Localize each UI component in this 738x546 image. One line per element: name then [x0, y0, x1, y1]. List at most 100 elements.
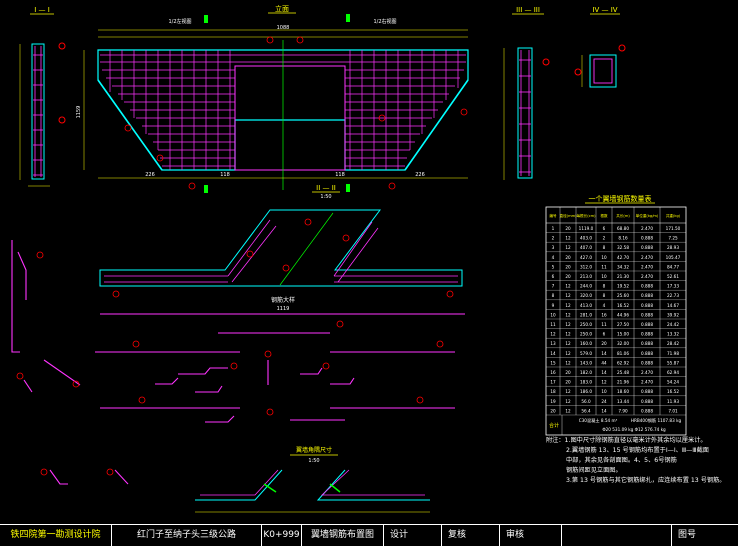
rebar-detail-length: 1119 [277, 306, 290, 312]
section-ii-ii: II — II 1:50 [99, 184, 463, 298]
table-cell: 0.888 [641, 293, 653, 298]
table-cell: 18 [550, 389, 556, 394]
table-cell: 12 [601, 380, 607, 385]
table-cell: 27.50 [617, 322, 629, 327]
table-cell: 0.888 [641, 303, 653, 308]
elev-right-half-label: 1/2右视图 [373, 18, 396, 25]
table-cell: 2.470 [641, 264, 653, 269]
drawing-title: 翼墙钢筋布置图 [302, 525, 384, 546]
table-cell: 20 [565, 264, 571, 269]
note-line: 中部，其余见各剖面图。4、5、6号钢筋 [566, 456, 677, 464]
table-cell: 12 [565, 245, 571, 250]
table-cell: 186.0 [580, 389, 592, 394]
table-total-concrete: C30混凝土 8.54 m³ [579, 417, 618, 424]
notes: 附注：1.图中尺寸除钢筋直径以毫米计外其余均以厘米计。 2.翼墙钢筋 13、15 … [546, 436, 725, 484]
station: K0+999 [262, 525, 302, 546]
table-cell: 12 [565, 236, 571, 241]
table-cell: 16 [550, 370, 556, 375]
table-cell: 0.888 [641, 236, 653, 241]
elevation-view: 立面 1/2左视图 1/2右视图 1088 [76, 4, 469, 193]
table-cell: 2.470 [641, 226, 653, 231]
table-cell: 160.0 [580, 341, 592, 346]
corner-detail-scale: 1:50 [308, 458, 319, 464]
note-line: 附注：1.图中尺寸除钢筋直径以毫米计外其余均以厘米计。 [546, 436, 707, 444]
table-cell: 0.888 [641, 360, 653, 365]
table-cell: 28.42 [667, 341, 679, 346]
table-cell: 25.60 [617, 293, 629, 298]
rebar-detail: 钢筋大样 1119 [11, 240, 465, 485]
table-cell: 13.32 [667, 332, 679, 337]
table-cell: 32.58 [617, 245, 629, 250]
table-cell: 143.0 [580, 360, 592, 365]
table-cell: 52.61 [667, 274, 679, 279]
table-cell: 44 [601, 360, 607, 365]
table-cell: 7.01 [668, 408, 678, 413]
table-cell: 14 [601, 370, 607, 375]
elevation-label: 立面 [275, 4, 289, 13]
table-cell: 9 [552, 303, 555, 308]
table-cell: 28.93 [667, 245, 679, 250]
table-cell: 0.888 [641, 408, 653, 413]
table-cell: 11.93 [667, 399, 679, 404]
table-cell: 2.470 [641, 274, 653, 279]
table-cell: 21.96 [617, 380, 629, 385]
table-cell: 11 [550, 322, 556, 327]
table-cell: 10 [550, 312, 556, 317]
company-name: 铁四院第一勘测设计院 [0, 525, 112, 546]
table-cell: 7.90 [618, 408, 628, 413]
table-cell: 8 [552, 293, 555, 298]
table-cell: 20 [565, 226, 571, 231]
table-cell: 6 [603, 332, 606, 337]
table-cell: 579.0 [580, 351, 592, 356]
rebar-detail-label: 钢筋大样 [271, 296, 295, 304]
table-cell: 183.0 [580, 380, 592, 385]
table-cell: 21.30 [617, 274, 629, 279]
section-iv-iv: IV — IV [574, 6, 626, 88]
table-cell: 12 [565, 341, 571, 346]
rebar-quantity-table: 一个翼墙钢筋数量表 编号直径(mm)每根长(cm)根数共长(m)单位重(kg/m… [545, 194, 687, 436]
table-cell: 12 [565, 389, 571, 394]
table-cell: 0.888 [641, 351, 653, 356]
table-cell: 17.33 [667, 284, 679, 289]
table-cell: 12 [565, 293, 571, 298]
table-cell: 413.0 [580, 303, 592, 308]
design-label: 设计 [384, 525, 442, 546]
table-cell: 20 [601, 341, 607, 346]
dim-bottom-mid2: 118 [335, 172, 345, 178]
note-line: 3.第 13 号钢筋与其它钢筋绑扎，应连续布置 13 号钢筋。 [566, 476, 725, 484]
table-cell: 24 [601, 399, 607, 404]
table-cell: 15 [550, 360, 556, 365]
table-cell: 0.888 [641, 389, 653, 394]
table-cell: 24.42 [667, 322, 679, 327]
table-cell: 281.0 [580, 312, 592, 317]
table-cell: 2.470 [641, 380, 653, 385]
table-cell: 12 [565, 332, 571, 337]
table-cell: 403.0 [580, 236, 592, 241]
table-cell: 7.25 [668, 236, 678, 241]
section-ii-label: II — II [316, 184, 336, 192]
table-header-cell: 共长(m) [616, 213, 630, 218]
table-cell: 20 [565, 380, 571, 385]
table-cell: 3 [552, 245, 555, 250]
project-name: 红门子至纳子头三级公路 [112, 525, 262, 546]
table-cell: 407.0 [580, 245, 592, 250]
table-cell: 22.73 [667, 293, 679, 298]
table-cell: 20 [565, 370, 571, 375]
section-iii-iii: III — III [503, 6, 550, 180]
dim-height: 1159 [76, 106, 82, 119]
note-line: 2.翼墙钢筋 13、15 号钢筋均布置于Ⅰ—Ⅰ、Ⅲ—Ⅲ截面 [566, 446, 709, 454]
table-cell: 213.0 [580, 274, 592, 279]
table-cell: 12 [565, 399, 571, 404]
table-cell: 12 [565, 312, 571, 317]
table-total-hrb: HRB400钢筋 1107.83 kg [631, 417, 682, 424]
title-block: 铁四院第一勘测设计院 红门子至纳子头三级公路 K0+999 翼墙钢筋布置图 设计… [0, 524, 738, 546]
table-cell: 34.32 [617, 264, 629, 269]
table-cell: 71.98 [667, 351, 679, 356]
table-cell: 8 [603, 245, 606, 250]
table-cell: 62.94 [667, 370, 679, 375]
table-cell: 12 [565, 351, 571, 356]
table-cell: 6 [603, 226, 606, 231]
check-label: 复核 [442, 525, 500, 546]
